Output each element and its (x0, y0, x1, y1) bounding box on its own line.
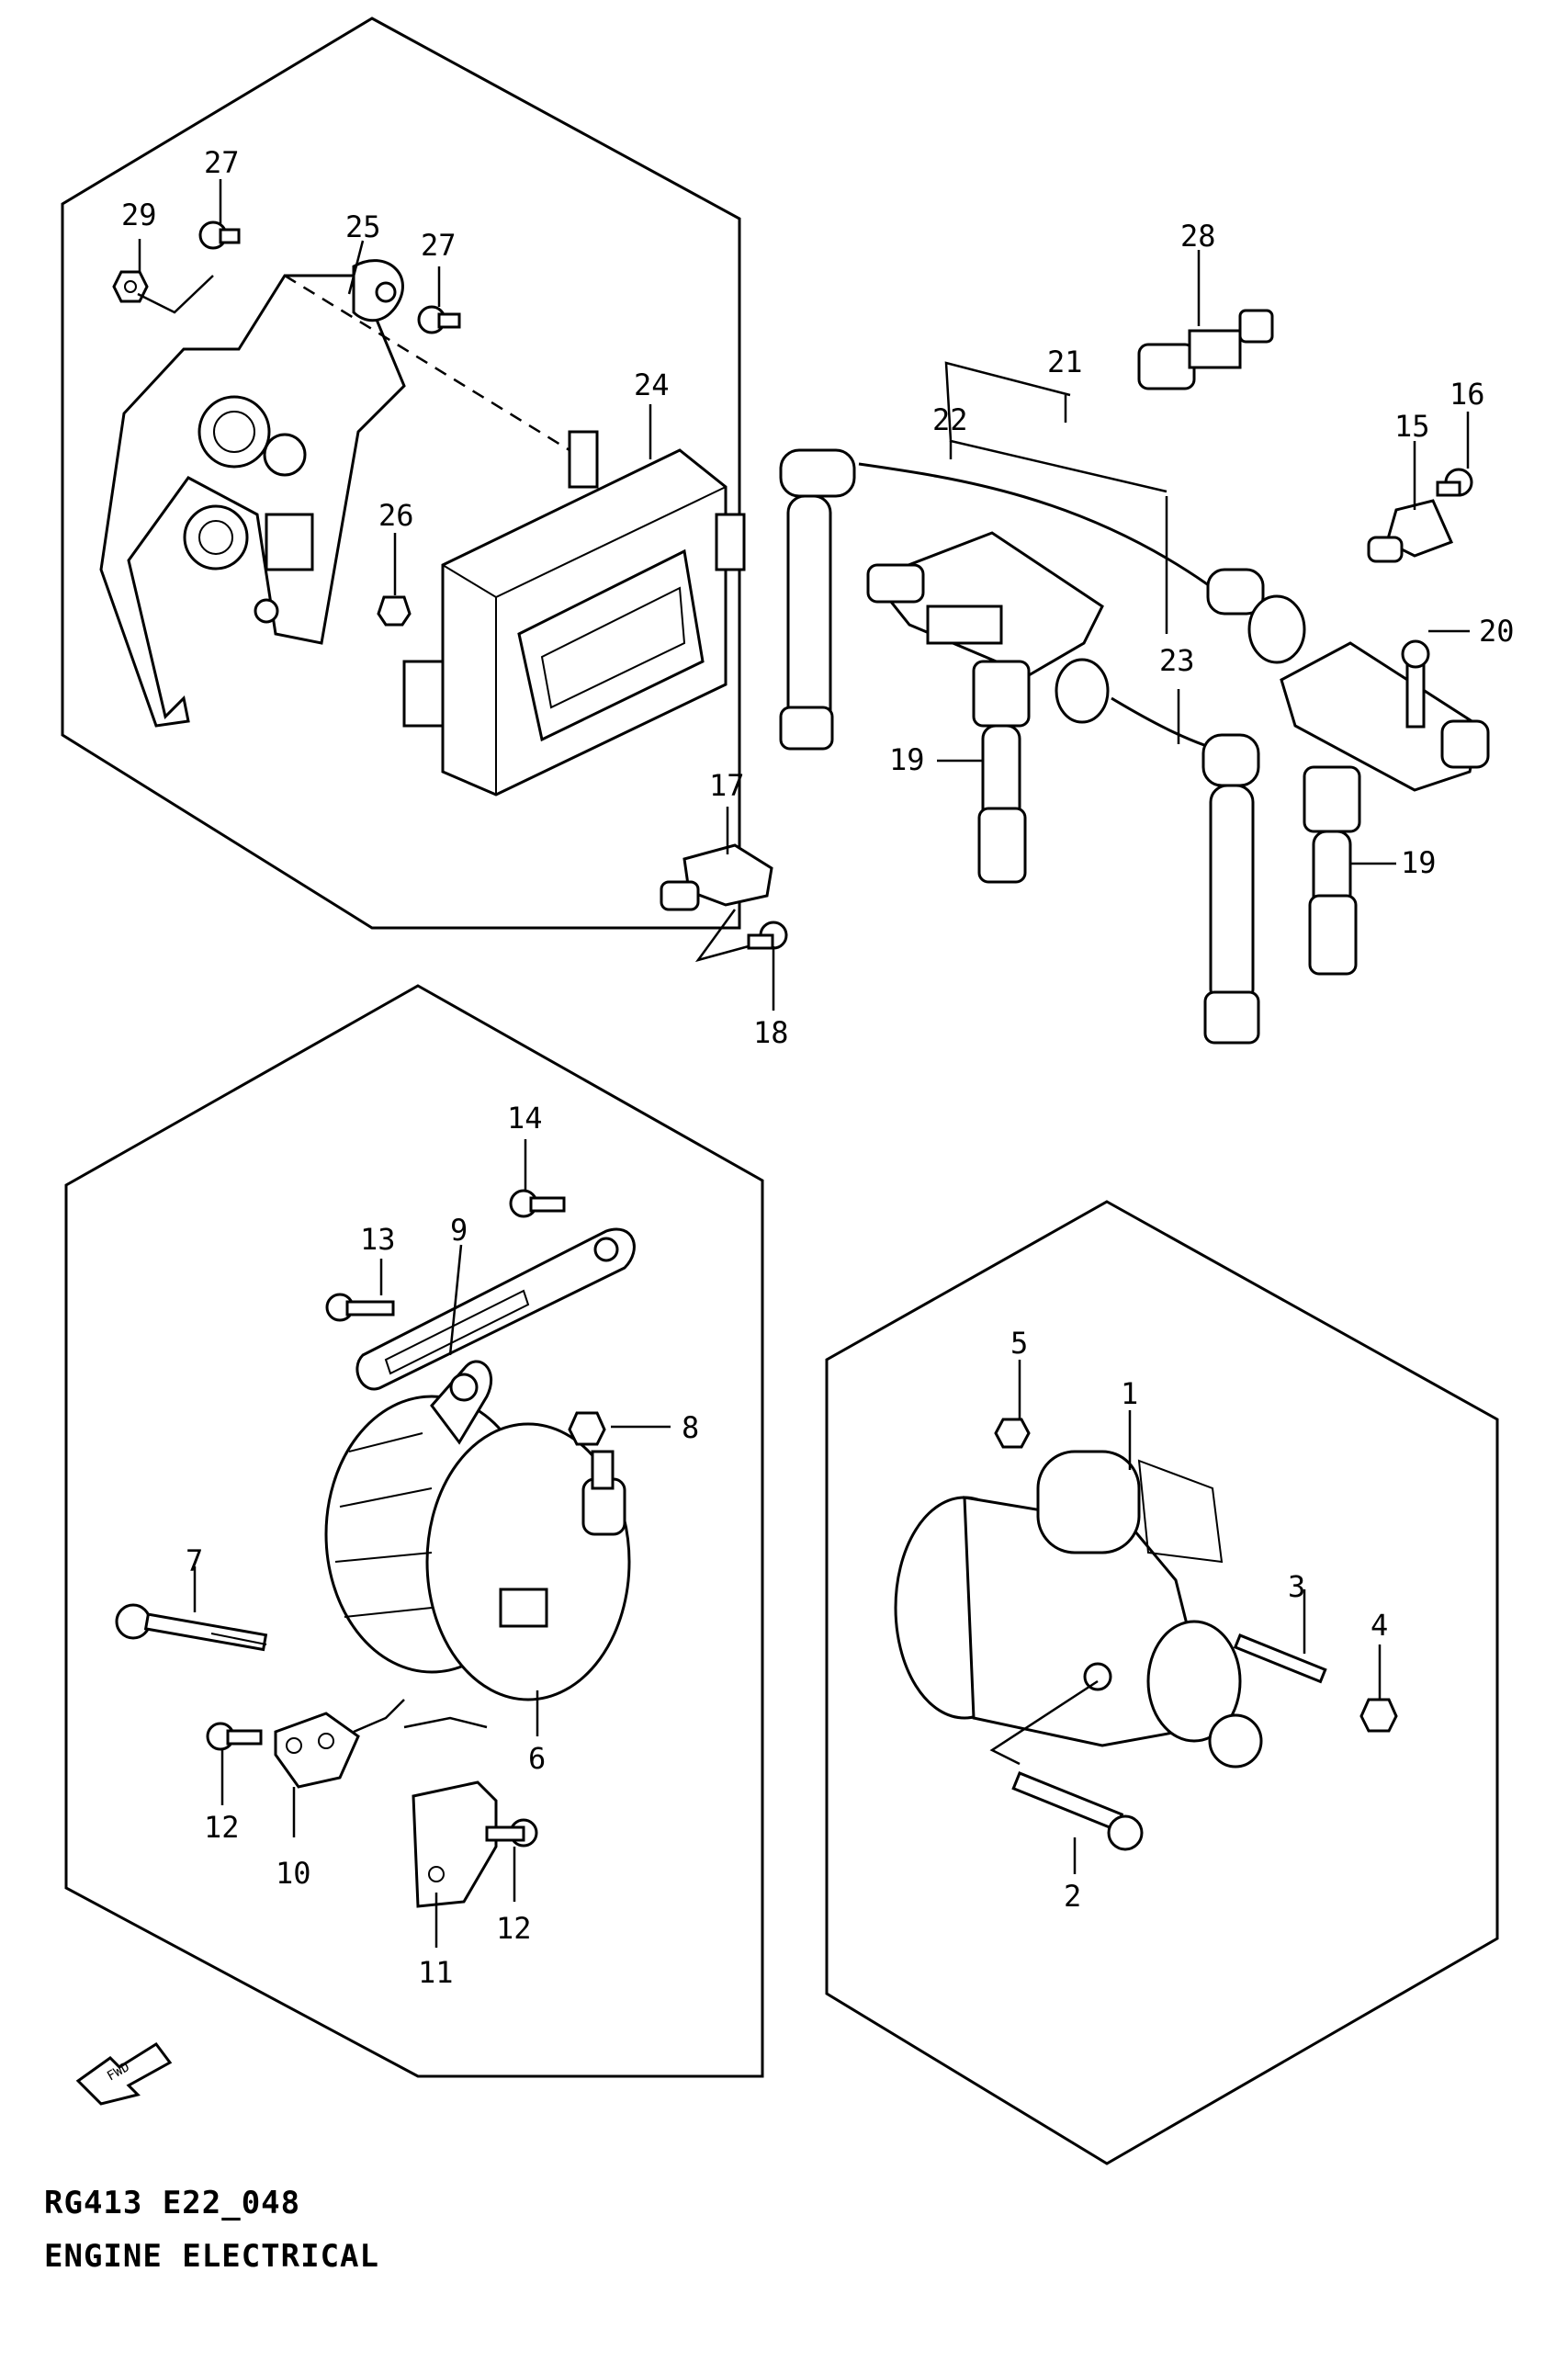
alternator (324, 1360, 631, 1701)
callout-14: 14 (507, 1101, 543, 1136)
bracket-bolt-12-left (206, 1722, 263, 1751)
ignition-coil-left (866, 531, 1104, 884)
ecu-bracket-bolt (198, 220, 241, 250)
ecu-group-frame (61, 17, 741, 930)
callout-3: 3 (1288, 1569, 1305, 1604)
callout-9: 9 (450, 1213, 468, 1248)
starter-bolt-2 (1011, 1771, 1144, 1851)
callout-27-right: 27 (421, 228, 457, 263)
starter-leader (989, 1679, 1099, 1766)
callout-29: 29 (121, 198, 157, 232)
callout-10: 10 (276, 1856, 311, 1891)
bracket-bolt-12-right (485, 1818, 538, 1848)
callout-24: 24 (634, 367, 670, 402)
ecu-clip-nut (377, 595, 412, 627)
terminal-nut (568, 1411, 606, 1446)
starter-stud-3 (1233, 1633, 1327, 1684)
coil-bolt (1401, 639, 1430, 729)
starter-group-frame (825, 1200, 1499, 2165)
callout-12-left: 12 (204, 1810, 240, 1845)
callout-18: 18 (753, 1015, 789, 1050)
callout-leaders (138, 179, 1470, 1948)
cam-position-sensor (660, 843, 773, 911)
starter-nut-4 (1359, 1698, 1398, 1733)
callout-28: 28 (1180, 219, 1216, 254)
arm-bolt (325, 1293, 395, 1322)
alternator-adjusting-arm (355, 1227, 636, 1391)
callout-27-top: 27 (204, 145, 240, 180)
callout-21: 21 (1047, 345, 1083, 379)
high-tension-cord-23 (1055, 658, 1260, 1045)
starter-motor (894, 1450, 1263, 1769)
sensor-bolt-18 (747, 921, 788, 950)
callout-5: 5 (1010, 1326, 1028, 1361)
ecu-unit (402, 430, 746, 797)
callout-4: 4 (1371, 1608, 1388, 1643)
ecu-bracket (99, 259, 406, 728)
diagram-title: ENGINE ELECTRICAL (44, 2238, 379, 2275)
callout-1: 1 (1121, 1376, 1138, 1411)
callout-7: 7 (186, 1543, 203, 1578)
callout-17: 17 (709, 768, 745, 803)
callout-6: 6 (528, 1741, 546, 1776)
nut-leader (137, 275, 214, 314)
callout-26: 26 (378, 498, 414, 533)
adjusting-bolt (509, 1189, 566, 1218)
ecu-bracket-bolt (417, 305, 461, 334)
callout-11: 11 (418, 1955, 454, 1990)
bracket-leader (403, 1716, 488, 1729)
callout-8: 8 (682, 1410, 699, 1445)
front-direction-arrow: FWD (75, 2041, 173, 2106)
sensor-bolt (1436, 468, 1473, 497)
ignition-coil-right (1280, 641, 1490, 976)
bracket-leader (353, 1699, 405, 1734)
callout-13: 13 (360, 1222, 396, 1257)
callout-22: 22 (932, 402, 968, 437)
crank-position-sensor (1367, 499, 1454, 563)
alternator-bracket-10 (274, 1712, 360, 1789)
alternator-group-frame (64, 984, 764, 2078)
callout-numbers: 27 29 25 27 24 26 28 21 22 23 19 19 20 1… (121, 145, 1515, 1990)
callout-15: 15 (1394, 409, 1430, 444)
alternator-pivot-bolt (115, 1603, 268, 1652)
callout-16: 16 (1450, 377, 1485, 412)
starter-nut-5 (994, 1418, 1031, 1449)
callout-25: 25 (345, 209, 381, 244)
callout-20: 20 (1479, 614, 1515, 649)
callout-19-left: 19 (889, 742, 925, 777)
alternator-bracket-11 (412, 1780, 498, 1908)
diagram-code: RG413 E22_048 (44, 2185, 301, 2221)
temperature-sensor (1137, 309, 1274, 390)
high-tension-cord-22 (779, 448, 1306, 751)
ecu-mount-line (284, 274, 570, 452)
sensor-leader (694, 909, 750, 963)
callout-2: 2 (1064, 1879, 1081, 1914)
callout-19-right: 19 (1401, 845, 1437, 880)
callout-12-right: 12 (496, 1911, 532, 1946)
callout-23: 23 (1159, 643, 1195, 678)
